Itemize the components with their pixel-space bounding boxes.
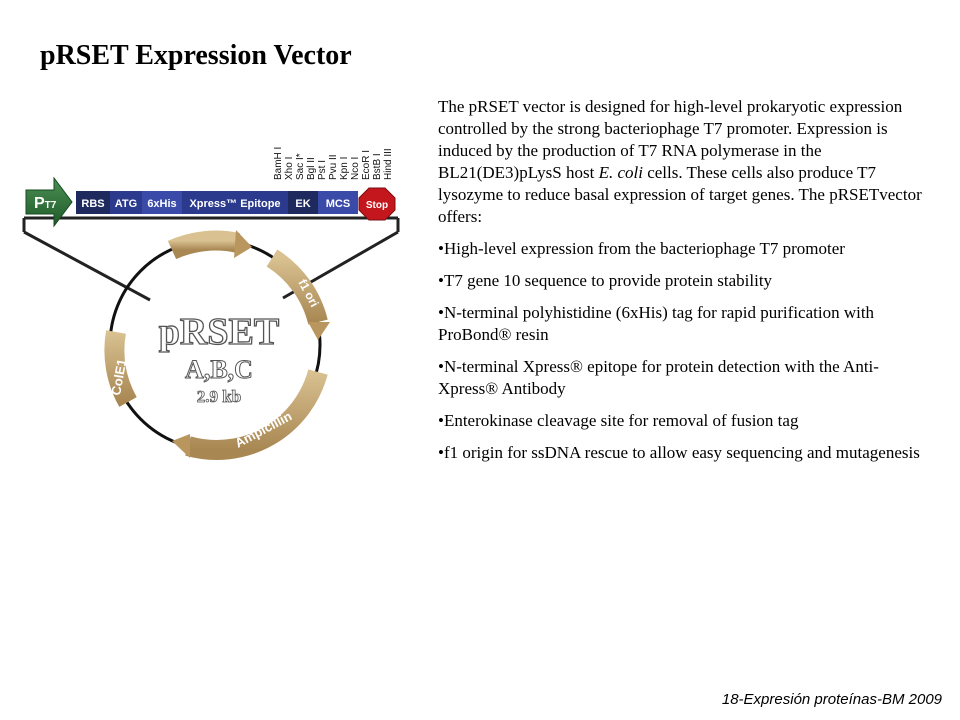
bullet-item: •f1 origin for ssDNA rescue to allow eas… <box>438 443 920 462</box>
segment-mcs: MCS <box>326 198 350 210</box>
site-bamhi: BamH I <box>273 147 284 180</box>
bullet-item: •Enterokinase cleavage site for removal … <box>438 411 799 430</box>
site-saci: Sac I* <box>295 153 306 180</box>
site-psti: Pst I <box>317 160 328 180</box>
promoter-label: PT7 <box>34 195 57 212</box>
segment-atg: ATG <box>115 198 137 210</box>
arc-f1-ori <box>266 249 328 325</box>
description-text: The pRSET vector is designed for high-le… <box>438 96 938 474</box>
site-pvuii: Pvu II <box>328 154 339 180</box>
arc-ampicillin <box>185 369 328 460</box>
segment-6xhis: 6xHis <box>147 198 176 210</box>
arc-top <box>167 230 241 260</box>
bullet-item: •N-terminal polyhistidine (6xHis) tag fo… <box>438 303 875 344</box>
feature-cole1: ColE1 <box>108 358 129 397</box>
site-ecori: EcoR I <box>361 150 372 180</box>
stop-label: Stop <box>366 200 388 211</box>
plasmid-variants: A,B,C <box>185 355 253 384</box>
intro-paragraph: The pRSET vector is designed for high-le… <box>438 97 922 226</box>
site-bglii: Bgl II <box>306 157 317 180</box>
plasmid-name: pRSET <box>159 311 279 353</box>
site-kpni: Kpn I <box>339 157 350 180</box>
bullet-item: •T7 gene 10 sequence to provide protein … <box>438 271 773 290</box>
restriction-sites: BamH I Xho I Sac I* Bgl II Pst I Pvu II … <box>273 147 394 180</box>
stop-icon <box>358 187 396 221</box>
prset-vector-map: f1 ori Ampicillin ColE1 pRSET A,B,C 2.9 … <box>22 147 400 460</box>
bullet-item: •High-level expression from the bacterio… <box>438 239 845 258</box>
promoter-arrow <box>25 176 73 228</box>
plasmid-size: 2.9 kb <box>197 387 241 406</box>
site-bstbi: BstB I <box>372 153 383 180</box>
site-hindiii: Hind III <box>383 148 394 180</box>
segment-xpress: Xpress™ Epitope <box>189 198 280 210</box>
arc-cole1 <box>104 330 137 407</box>
segment-rbs: RBS <box>81 198 104 210</box>
site-xhoi: Xho I <box>284 157 295 180</box>
segment-ek: EK <box>295 198 310 210</box>
footer-credit: 18-Expresión proteínas-BM 2009 <box>721 691 942 708</box>
site-ncoi: Nco I <box>350 157 361 180</box>
bullet-item: •N-terminal Xpress® epitope for protein … <box>438 357 879 398</box>
page-title: pRSET Expression Vector <box>40 40 352 71</box>
